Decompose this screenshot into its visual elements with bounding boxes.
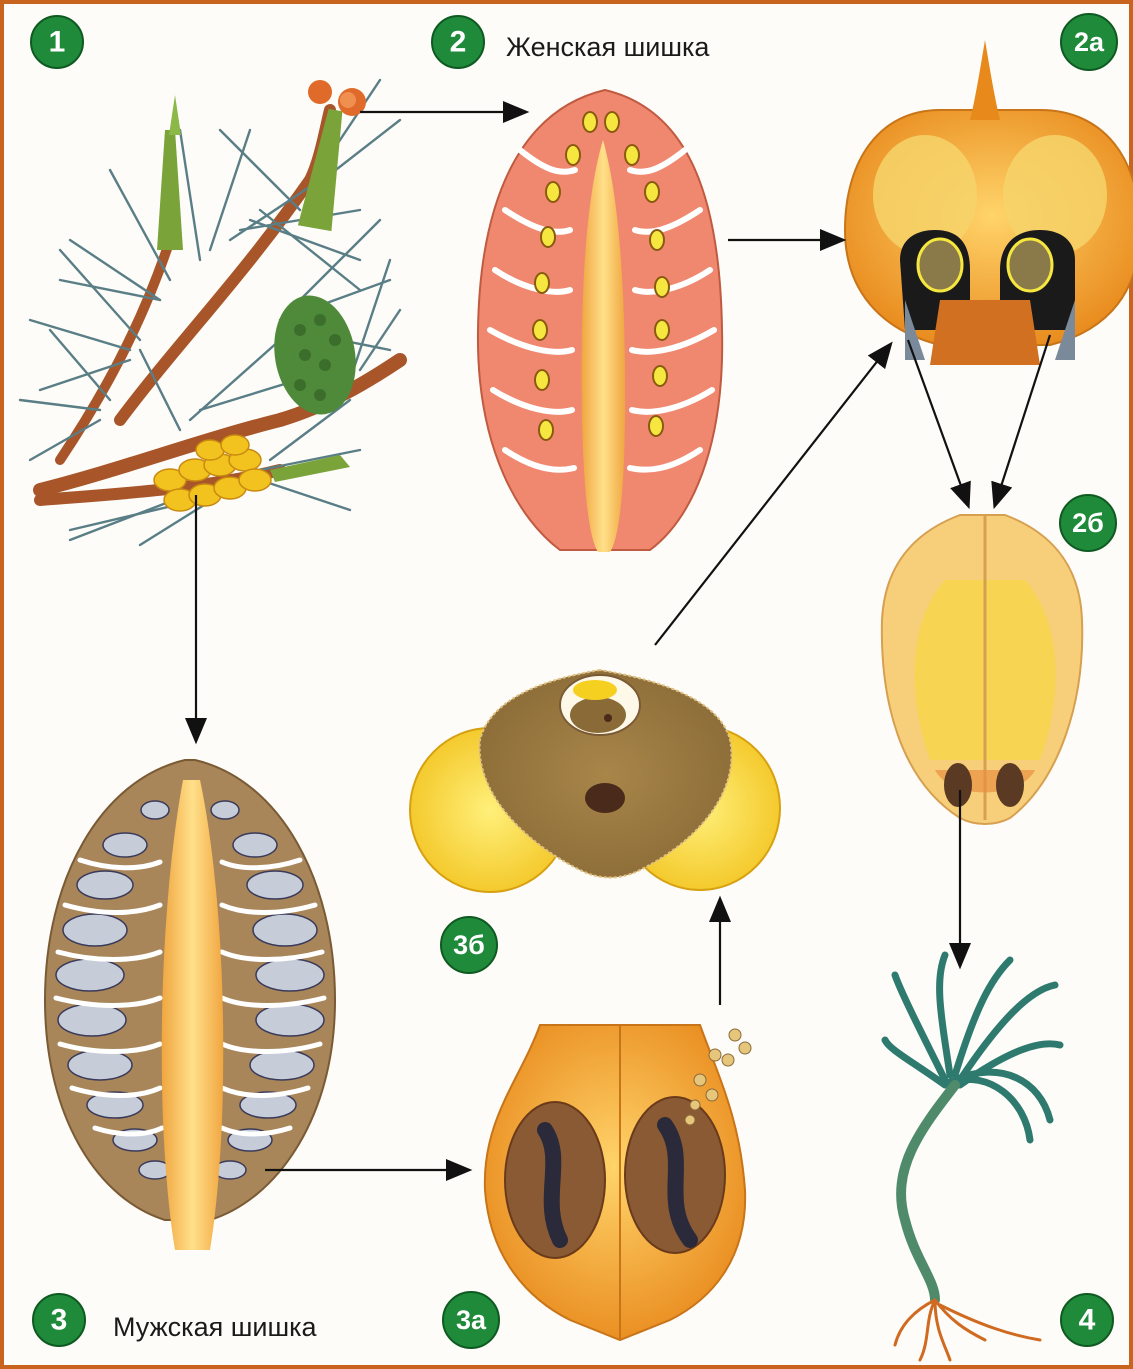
badge-4: 4 bbox=[1061, 1294, 1113, 1346]
badge-3b: 3б bbox=[441, 917, 497, 973]
badge-2-label: 2 bbox=[450, 26, 467, 59]
winged-seed bbox=[882, 515, 1082, 824]
badge-2b: 2б bbox=[1060, 495, 1116, 551]
pine-branch-illustration bbox=[20, 80, 400, 545]
microsporophyll-pollen-sacs bbox=[485, 1025, 751, 1340]
badge-2a: 2а bbox=[1061, 14, 1117, 70]
male-cone-section bbox=[45, 760, 335, 1250]
badge-4-label: 4 bbox=[1079, 1304, 1096, 1337]
badge-3a-label: 3а bbox=[456, 1305, 487, 1335]
badge-3a: 3а bbox=[443, 1292, 499, 1348]
female-cone-label: Женская шишка bbox=[506, 32, 710, 62]
badge-2: 2 bbox=[432, 16, 484, 68]
pine-seedling bbox=[885, 955, 1060, 1360]
badge-1-label: 1 bbox=[49, 26, 66, 59]
pollen-grain bbox=[410, 670, 780, 892]
female-cone-section bbox=[478, 90, 722, 552]
badge-2b-label: 2б bbox=[1072, 508, 1104, 538]
badge-3: 3 bbox=[33, 1294, 85, 1346]
seed-scale-with-ovules bbox=[845, 40, 1133, 365]
badge-2a-label: 2а bbox=[1074, 27, 1105, 57]
male-cone-label: Мужская шишка bbox=[113, 1312, 318, 1342]
badge-3-label: 3 bbox=[51, 1304, 68, 1337]
badge-3b-label: 3б bbox=[453, 930, 485, 960]
badge-1: 1 bbox=[31, 16, 83, 68]
